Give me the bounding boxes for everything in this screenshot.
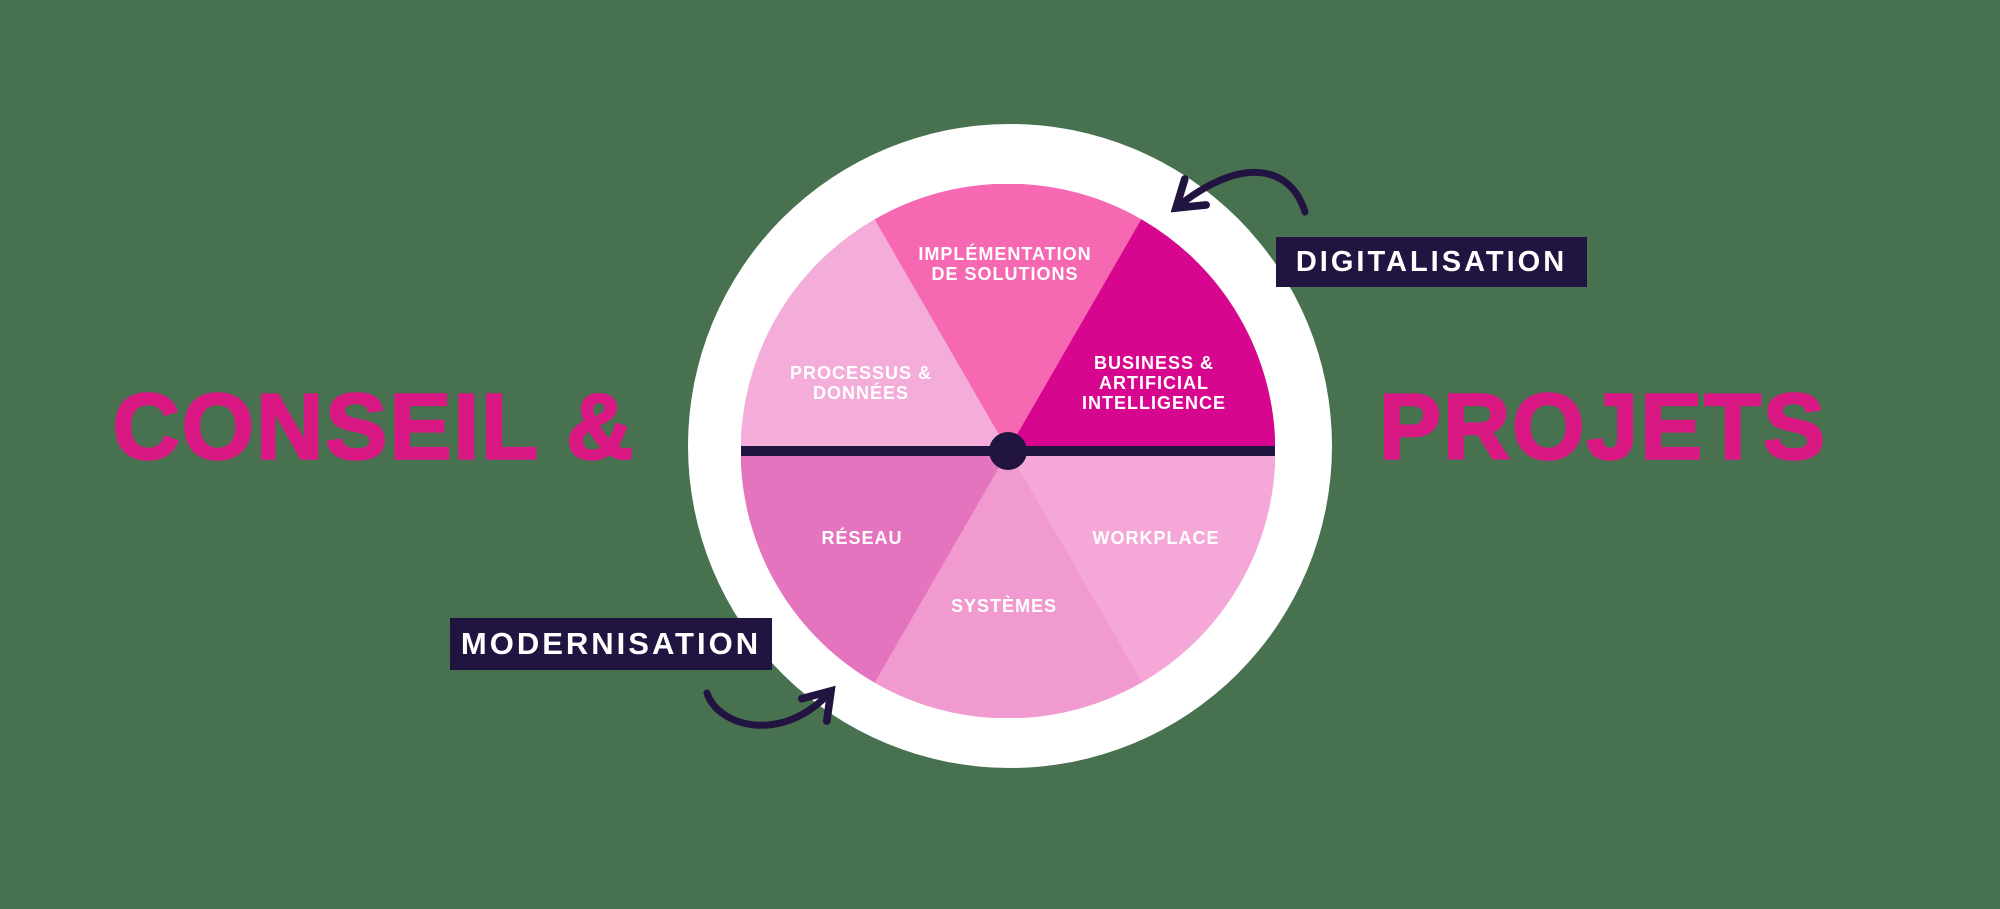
segment-label-workplace: WORKPLACE (1093, 528, 1220, 548)
segment-label-line: PROCESSUS & (789, 363, 933, 383)
badge-digitalisation: DIGITALISATION (1276, 237, 1587, 287)
segment-label-implementation: IMPLÉMENTATION DE SOLUTIONS (918, 244, 1091, 284)
wheel-segment-systemes (873, 450, 1143, 718)
wheel-hub-dot (989, 432, 1027, 470)
segment-label-reseau: RÉSEAU (821, 528, 902, 548)
segment-label-business-ai: BUSINESS & ARTIFICIAL INTELLIGENCE (1082, 353, 1226, 413)
badge-modernisation-label: MODERNISATION (460, 626, 762, 661)
segment-label-line: WORKPLACE (1092, 528, 1220, 548)
segment-label-line: BUSINESS & (1093, 353, 1215, 373)
wheel-segment-business-ai (1007, 219, 1275, 452)
segment-label-processus: PROCESSUS & DONNÉES (790, 363, 932, 403)
wheel-segment-reseau (741, 450, 1009, 683)
badge-digitalisation-label: DIGITALISATION (1295, 245, 1568, 278)
curved-arrow-modernisation-icon (703, 685, 836, 729)
wheel-segment-workplace (1007, 450, 1275, 683)
segment-label-line: INTELLIGENCE (1081, 393, 1227, 413)
segment-label-line: RÉSEAU (821, 528, 903, 548)
segment-label-line: ARTIFICIAL (1099, 373, 1209, 393)
segment-label-systemes: SYSTÈMES (951, 596, 1057, 616)
segment-label-line: IMPLÉMENTATION (918, 244, 1092, 264)
title-projets: PROJETS (1378, 373, 1828, 480)
title-conseil: CONSEIL & (111, 373, 636, 480)
badge-modernisation: MODERNISATION (450, 618, 772, 670)
wheel-segment-processus (741, 219, 1009, 452)
segment-label-line: SYSTÈMES (950, 596, 1058, 616)
segment-label-line: DONNÉES (812, 383, 909, 403)
curved-arrow-digitalisation-icon (1170, 169, 1309, 216)
services-wheel (741, 184, 1275, 718)
segment-label-line: DE SOLUTIONS (931, 264, 1079, 284)
wheel-segment-implementation (873, 184, 1143, 452)
